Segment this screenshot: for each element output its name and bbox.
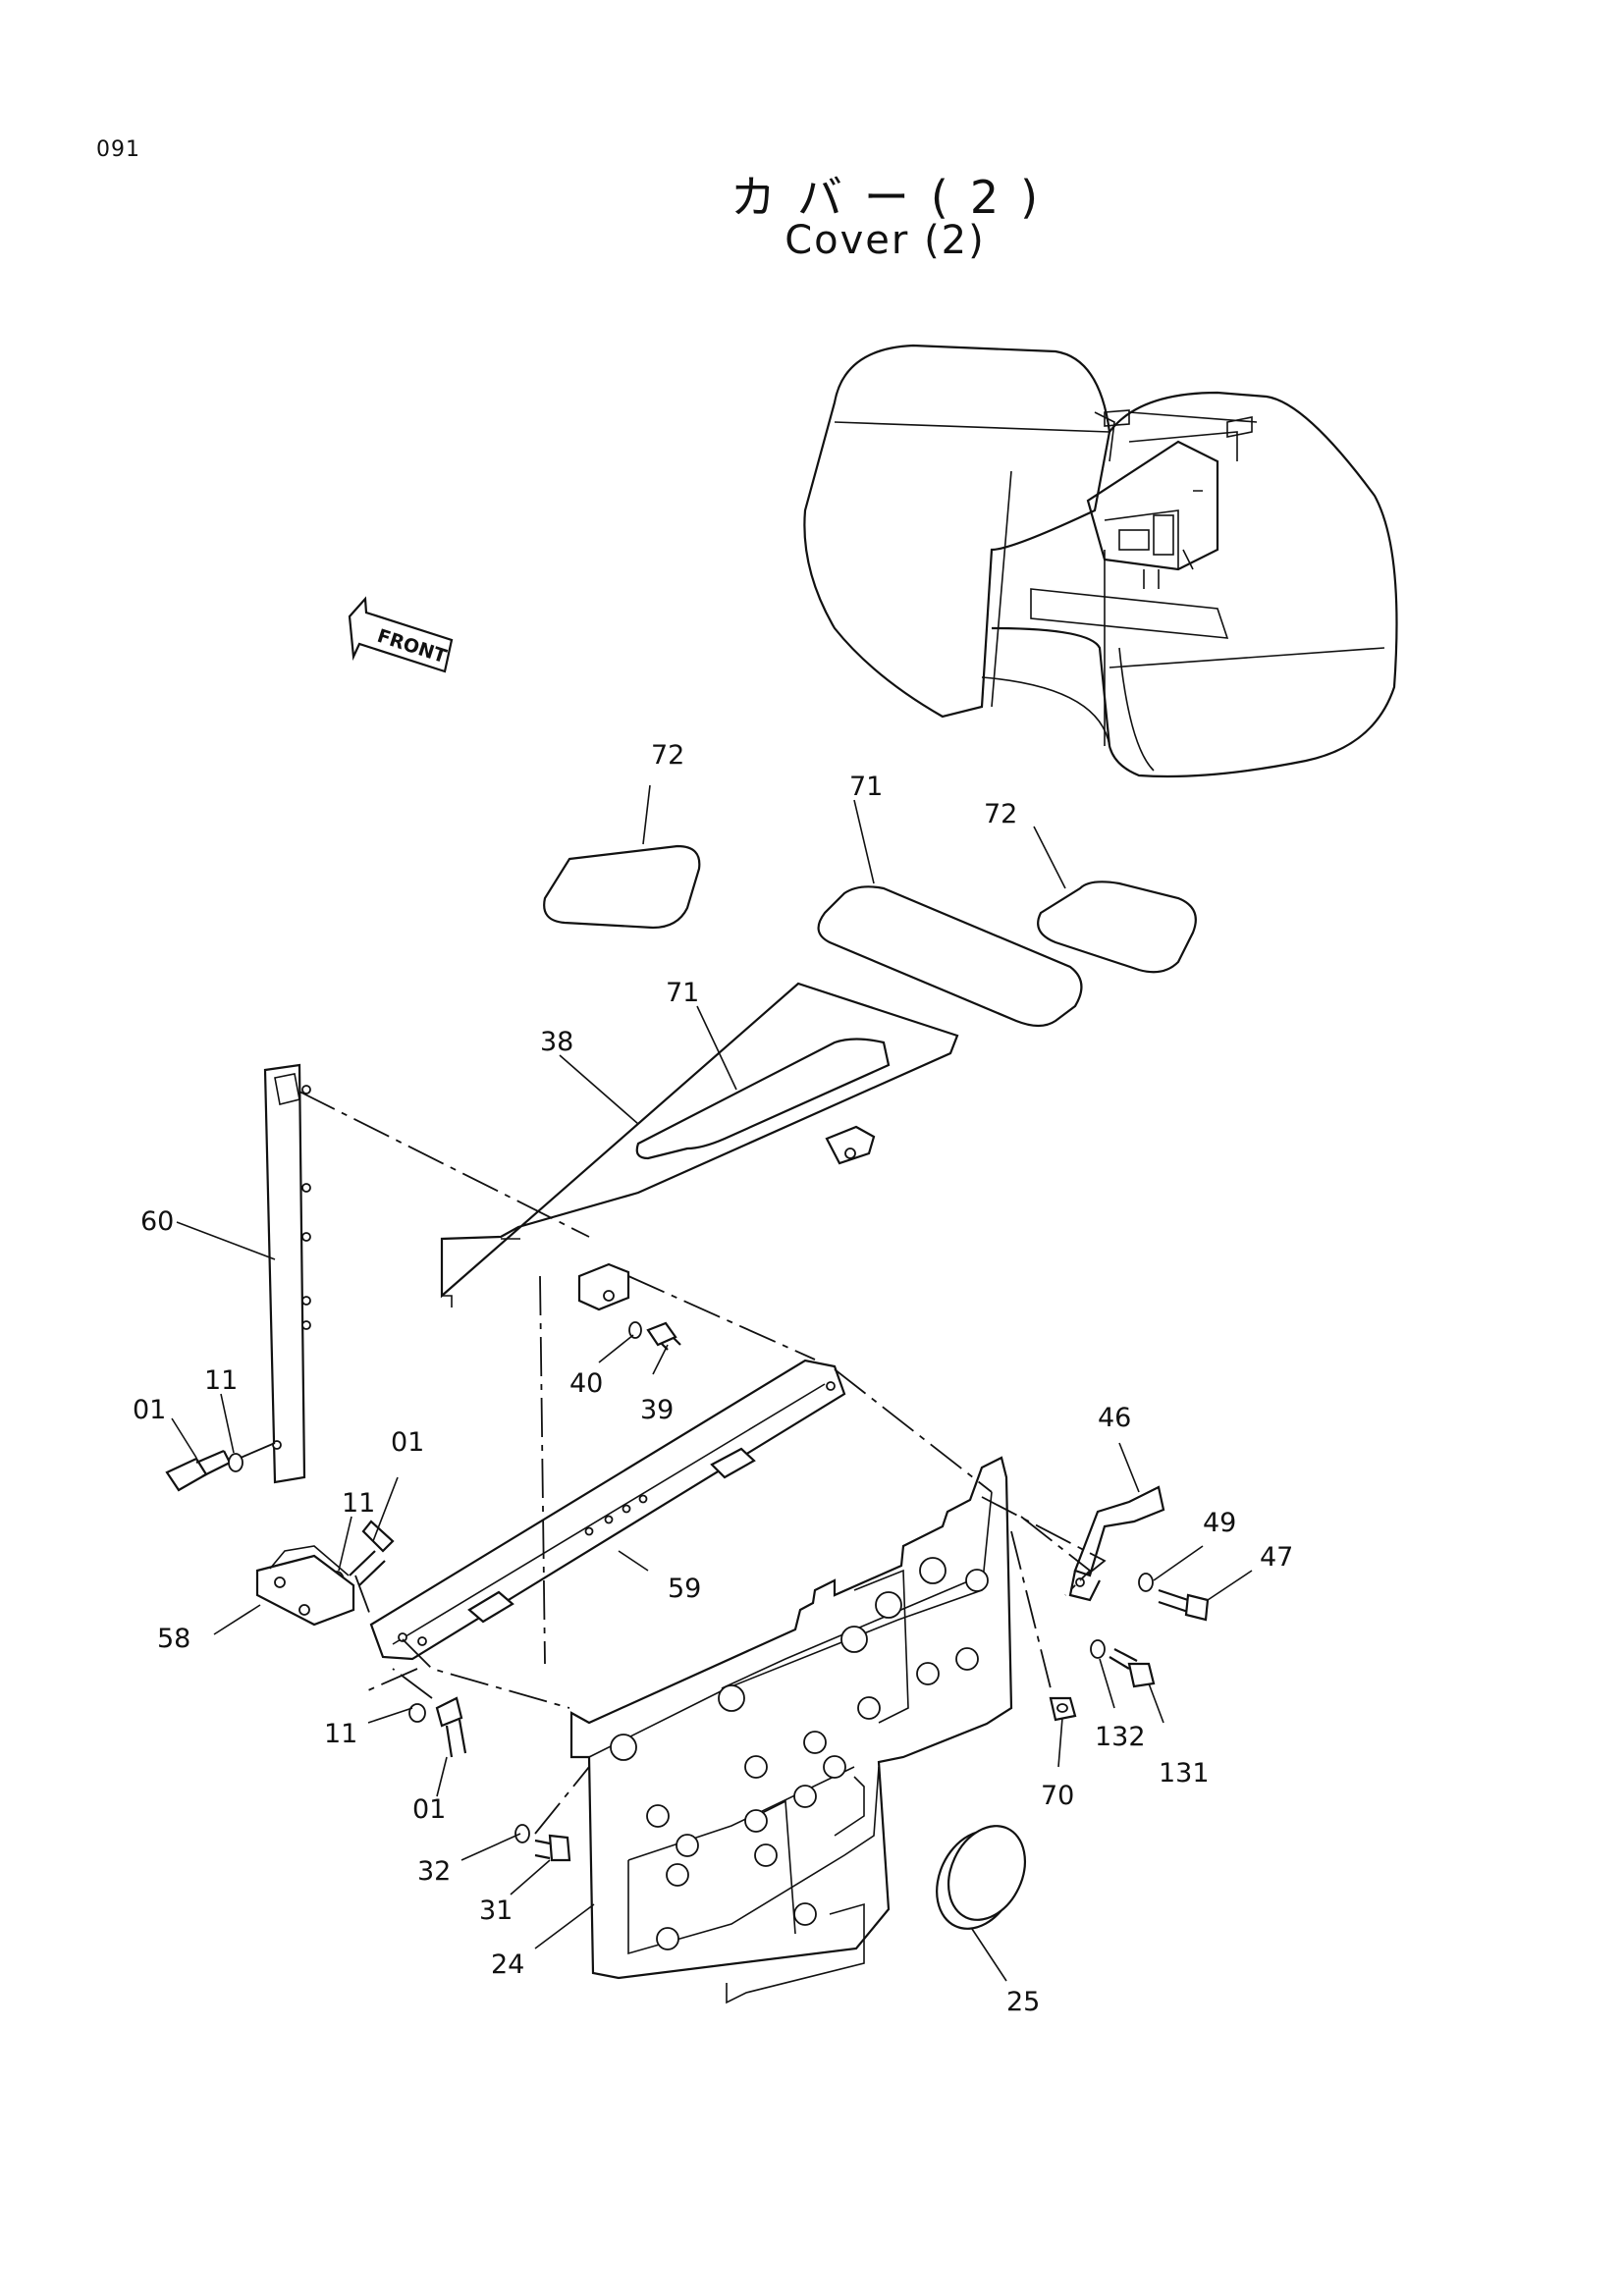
bracket-46 <box>1068 1485 1165 1602</box>
decal-71-upper <box>817 885 1083 1028</box>
callout-38: 38 <box>540 1027 573 1057</box>
cover-plate-38 <box>440 982 959 1311</box>
page-title-english: Cover (2) <box>784 218 986 263</box>
callout-58: 58 <box>157 1624 190 1654</box>
callout-47: 47 <box>1260 1542 1293 1573</box>
cap-25 <box>936 1825 1026 1930</box>
callout-32: 32 <box>417 1856 451 1887</box>
callout-01-left: 01 <box>133 1395 166 1425</box>
alignment-lines <box>240 1091 1107 1835</box>
callout-25: 25 <box>1006 1987 1040 2017</box>
callout-70: 70 <box>1041 1781 1074 1811</box>
callout-46: 46 <box>1098 1403 1131 1433</box>
callout-31: 31 <box>479 1896 513 1926</box>
page-title-japanese: カバー(2) <box>730 171 1060 224</box>
callout-60: 60 <box>140 1206 174 1237</box>
callout-71-upper: 71 <box>849 772 883 802</box>
bolt-47 <box>1138 1573 1210 1622</box>
nut-70 <box>1049 1696 1077 1722</box>
page-number: 091 <box>96 137 140 162</box>
front-direction-arrow: FRONT <box>348 596 454 673</box>
stay-60 <box>263 1063 311 1484</box>
callout-132: 132 <box>1095 1722 1146 1752</box>
bolt-39 <box>628 1321 681 1351</box>
callout-01-center: 01 <box>391 1427 424 1458</box>
callout-39: 39 <box>640 1395 674 1425</box>
bolt-01-lower <box>408 1696 467 1758</box>
callout-24: 24 <box>491 1949 524 1980</box>
callout-59: 59 <box>668 1574 701 1604</box>
callout-40: 40 <box>569 1368 603 1399</box>
callout-01-lower: 01 <box>412 1794 446 1825</box>
leader-lines <box>171 784 1253 1982</box>
bolt-31 <box>514 1824 571 1862</box>
bracket-58 <box>255 1545 355 1627</box>
callout-49: 49 <box>1203 1508 1236 1538</box>
bolt-131 <box>1090 1639 1156 1688</box>
decal-72-right <box>1037 881 1197 974</box>
callout-72-right: 72 <box>984 799 1017 829</box>
support-bar-59 <box>369 1359 846 1661</box>
callout-71-cover: 71 <box>666 978 699 1008</box>
callout-131: 131 <box>1159 1758 1210 1789</box>
bolt-01-left <box>165 1449 243 1492</box>
cover-plate-24 <box>569 1456 1013 2004</box>
callout-11-center: 11 <box>342 1488 375 1519</box>
decal-72-left <box>543 844 701 930</box>
machine-overview <box>803 344 1398 778</box>
callout-72-left: 72 <box>651 740 684 771</box>
callout-11-left: 11 <box>204 1365 238 1396</box>
callout-11-lower: 11 <box>324 1719 357 1749</box>
callout-labels: 72 71 72 71 38 60 11 01 11 01 40 39 46 4… <box>133 740 1293 2017</box>
